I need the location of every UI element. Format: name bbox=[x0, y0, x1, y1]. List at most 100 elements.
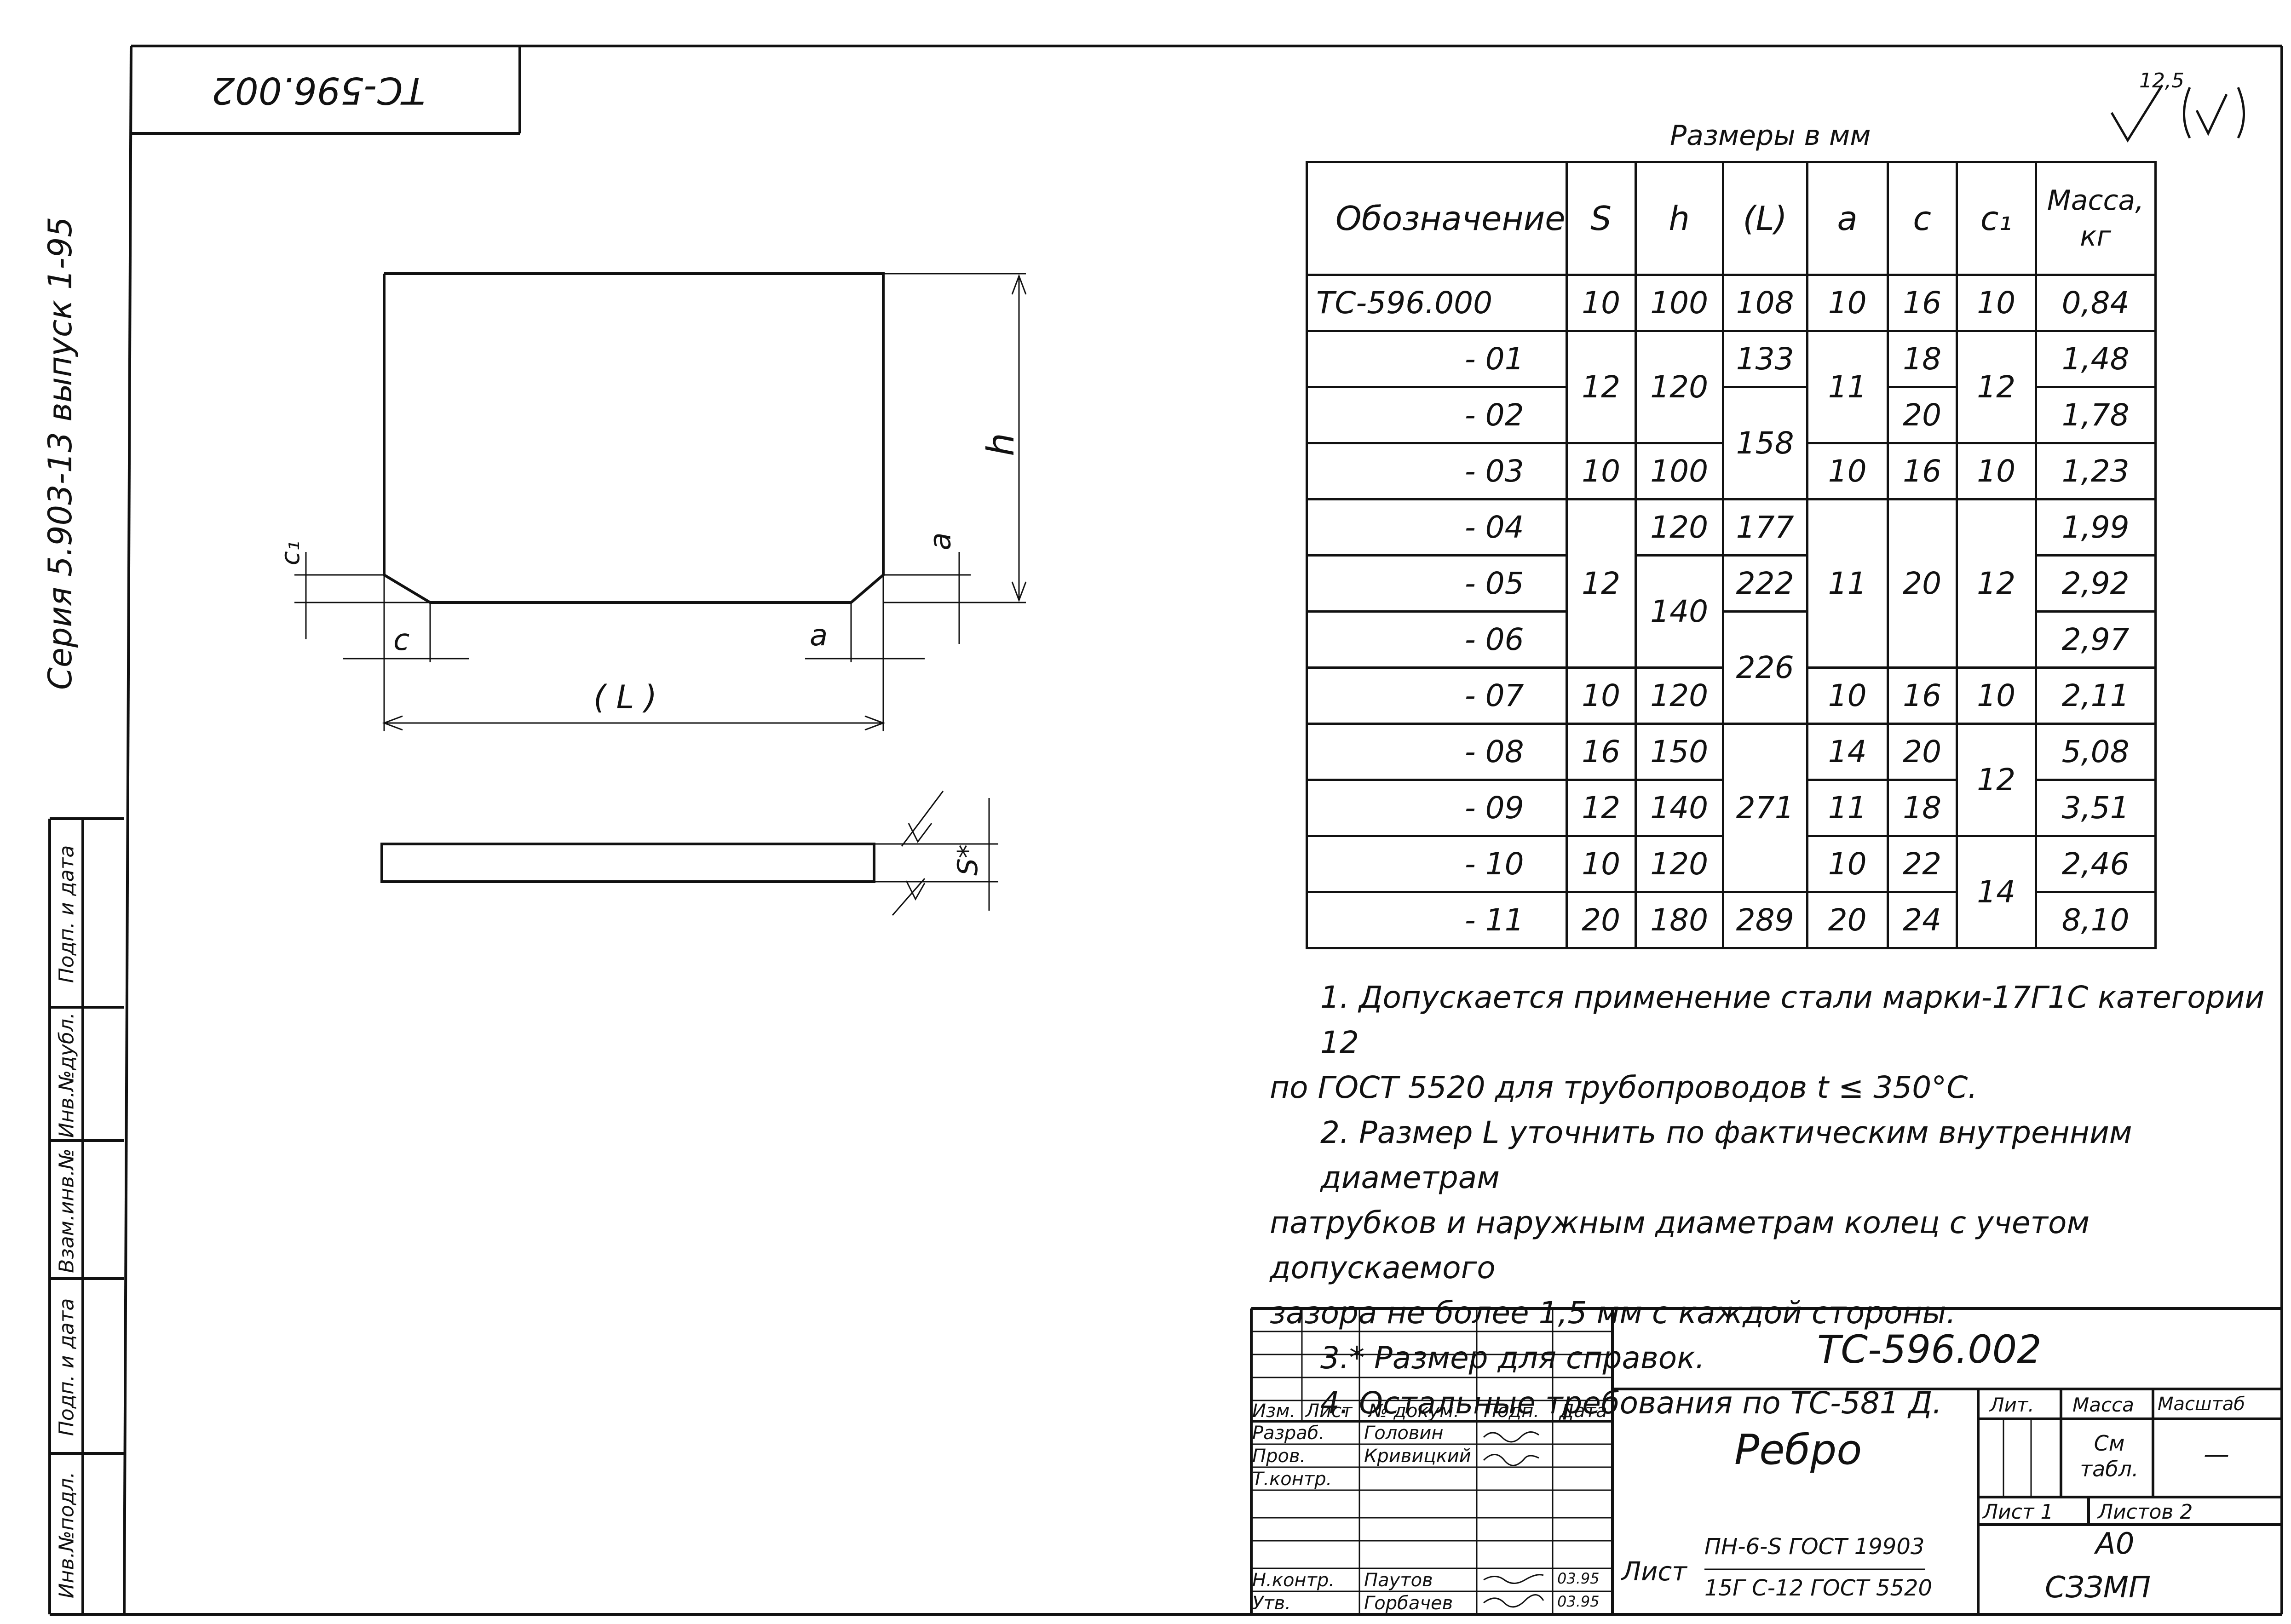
table-caption: Размеры в мм bbox=[1670, 120, 1871, 152]
cell-h: 100 bbox=[1634, 442, 1724, 500]
name-norm-control: Паутов bbox=[1364, 1570, 1433, 1591]
cell-mass: 1,99 bbox=[2034, 498, 2157, 557]
format-label: А0 bbox=[2095, 1527, 2135, 1561]
cell-mass: 0,84 bbox=[2034, 274, 2157, 332]
header-s: S bbox=[1565, 161, 1637, 276]
cell-s: 10 bbox=[1565, 835, 1637, 893]
col-date: Дата bbox=[1560, 1400, 1607, 1422]
name-approver: Горбачев bbox=[1364, 1593, 1453, 1614]
dim-h-label: h bbox=[979, 433, 1022, 456]
title-block-code: ТС-596.002 bbox=[1817, 1327, 2042, 1372]
header-mass: Масса, кг bbox=[2034, 161, 2157, 276]
col-izm: Изм. bbox=[1252, 1400, 1296, 1422]
stamp-orig-inv: Инв.№подл. bbox=[55, 1471, 79, 1599]
cell-l: 158 bbox=[1721, 386, 1808, 500]
cell-h: 100 bbox=[1634, 274, 1724, 332]
cell-l: 177 bbox=[1721, 498, 1808, 557]
org-label: СЗЗМП bbox=[2045, 1571, 2151, 1605]
stamp-sign-date-2: Подп. и дата bbox=[55, 1298, 79, 1436]
cell-l: 289 bbox=[1721, 891, 1808, 949]
cell-a: 14 bbox=[1806, 723, 1889, 781]
dim-c1-label: c₁ bbox=[276, 540, 306, 566]
cell-designation: - 08 bbox=[1306, 723, 1568, 781]
cell-c: 18 bbox=[1886, 779, 1958, 837]
table-row: ТС-596.000 10 100 108 10 16 10 0,84 bbox=[1306, 274, 2157, 332]
note-line: 4. Остальные требования по ТС-581 Д. bbox=[1320, 1385, 1942, 1421]
cell-c1: 10 bbox=[1955, 666, 2037, 725]
cell-s: 12 bbox=[1565, 779, 1637, 837]
scale-value: — bbox=[2204, 1440, 2229, 1469]
cell-a: 11 bbox=[1806, 330, 1889, 444]
cell-designation: - 11 bbox=[1306, 891, 1568, 949]
signatures bbox=[1483, 1431, 1544, 1608]
cell-designation: - 09 bbox=[1306, 779, 1568, 837]
cell-mass: 2,92 bbox=[2034, 554, 2157, 613]
cell-a: 20 bbox=[1806, 891, 1889, 949]
material-top: ПН-6-S ГОСТ 19903 bbox=[1704, 1534, 1925, 1560]
cell-h: 140 bbox=[1634, 779, 1724, 837]
cell-l: 222 bbox=[1721, 554, 1808, 613]
cell-h: 120 bbox=[1634, 330, 1724, 444]
mass-label: Масса bbox=[2072, 1394, 2134, 1416]
cell-a: 10 bbox=[1806, 274, 1889, 332]
cell-s: 10 bbox=[1565, 274, 1637, 332]
scale-label: Масштаб bbox=[2158, 1394, 2245, 1415]
role-approver: Утв. bbox=[1252, 1593, 1291, 1614]
cell-a: 11 bbox=[1806, 498, 1889, 669]
role-developer: Разраб. bbox=[1252, 1423, 1325, 1444]
cell-c: 16 bbox=[1886, 442, 1958, 500]
cell-c1: 12 bbox=[1955, 723, 2037, 837]
cell-c: 20 bbox=[1886, 386, 1958, 444]
note-line: патрубков и наружным диаметрам колец с у… bbox=[1270, 1205, 2090, 1285]
cell-mass: 1,48 bbox=[2034, 330, 2157, 388]
cell-h: 140 bbox=[1634, 554, 1724, 669]
role-checker: Пров. bbox=[1252, 1446, 1306, 1467]
table-row: - 06 226 2,97 bbox=[1306, 610, 2157, 725]
cell-a: 11 bbox=[1806, 779, 1889, 837]
cell-designation: - 01 bbox=[1306, 330, 1568, 388]
name-developer: Головин bbox=[1364, 1423, 1444, 1444]
header-l: (L) bbox=[1721, 161, 1808, 276]
cell-h: 120 bbox=[1634, 835, 1724, 893]
cell-h: 180 bbox=[1634, 891, 1724, 949]
cell-c: 24 bbox=[1886, 891, 1958, 949]
cell-s: 10 bbox=[1565, 666, 1637, 725]
cell-s: 20 bbox=[1565, 891, 1637, 949]
cell-c: 16 bbox=[1886, 666, 1958, 725]
spec-table: Обозначение S h (L) a c c₁ Масса, кг ТС-… bbox=[1306, 161, 2157, 949]
cell-h: 150 bbox=[1634, 723, 1724, 781]
cell-designation: - 03 bbox=[1306, 442, 1568, 500]
cell-mass: 2,97 bbox=[2034, 610, 2157, 669]
cell-mass: 2,11 bbox=[2034, 666, 2157, 725]
col-sign: Подп. bbox=[1484, 1400, 1540, 1422]
cell-designation: - 02 bbox=[1306, 386, 1568, 444]
note-line: зазора не более 1,5 мм с каждой стороны. bbox=[1270, 1295, 1956, 1331]
date-approver: 03.95 bbox=[1557, 1593, 1600, 1610]
header-h: h bbox=[1634, 161, 1724, 276]
table-row: - 08 16 150 271 14 20 12 5,08 bbox=[1306, 723, 2157, 893]
header-designation: Обозначение bbox=[1306, 161, 1568, 276]
cell-designation: ТС-596.000 bbox=[1306, 274, 1568, 332]
table-row: - 05 140 222 2,92 bbox=[1306, 554, 2157, 669]
cell-designation: - 06 bbox=[1306, 610, 1568, 669]
cell-designation: - 07 bbox=[1306, 666, 1568, 725]
stamp-replace-inv: Взам.инв.№ bbox=[55, 1148, 79, 1273]
cell-s: 10 bbox=[1565, 442, 1637, 500]
table-row: - 09 12 140 11 18 3,51 bbox=[1306, 779, 2157, 837]
cell-l: 271 bbox=[1721, 723, 1808, 893]
role-norm-control: Н.контр. bbox=[1252, 1570, 1335, 1591]
cell-a: 10 bbox=[1806, 666, 1889, 725]
roughness-value: 12,5 bbox=[2139, 69, 2184, 92]
cell-designation: - 04 bbox=[1306, 498, 1568, 557]
note-line: 1. Допускается применение стали марки-17… bbox=[1320, 980, 2265, 1060]
note-line: 2. Размер L уточнить по фактическим внут… bbox=[1320, 1115, 2132, 1195]
note-line: 3.* Размер для справок. bbox=[1320, 1340, 1705, 1376]
series-label: Серия 5.903-13 выпуск 1-95 bbox=[41, 217, 79, 690]
dim-a-bottom-label: a bbox=[810, 619, 828, 653]
cell-c1: 12 bbox=[1955, 330, 2037, 444]
header-a: a bbox=[1806, 161, 1889, 276]
cell-c1: 12 bbox=[1955, 498, 2037, 669]
table-row: - 11 20 180 289 20 24 8,10 bbox=[1306, 891, 2157, 949]
